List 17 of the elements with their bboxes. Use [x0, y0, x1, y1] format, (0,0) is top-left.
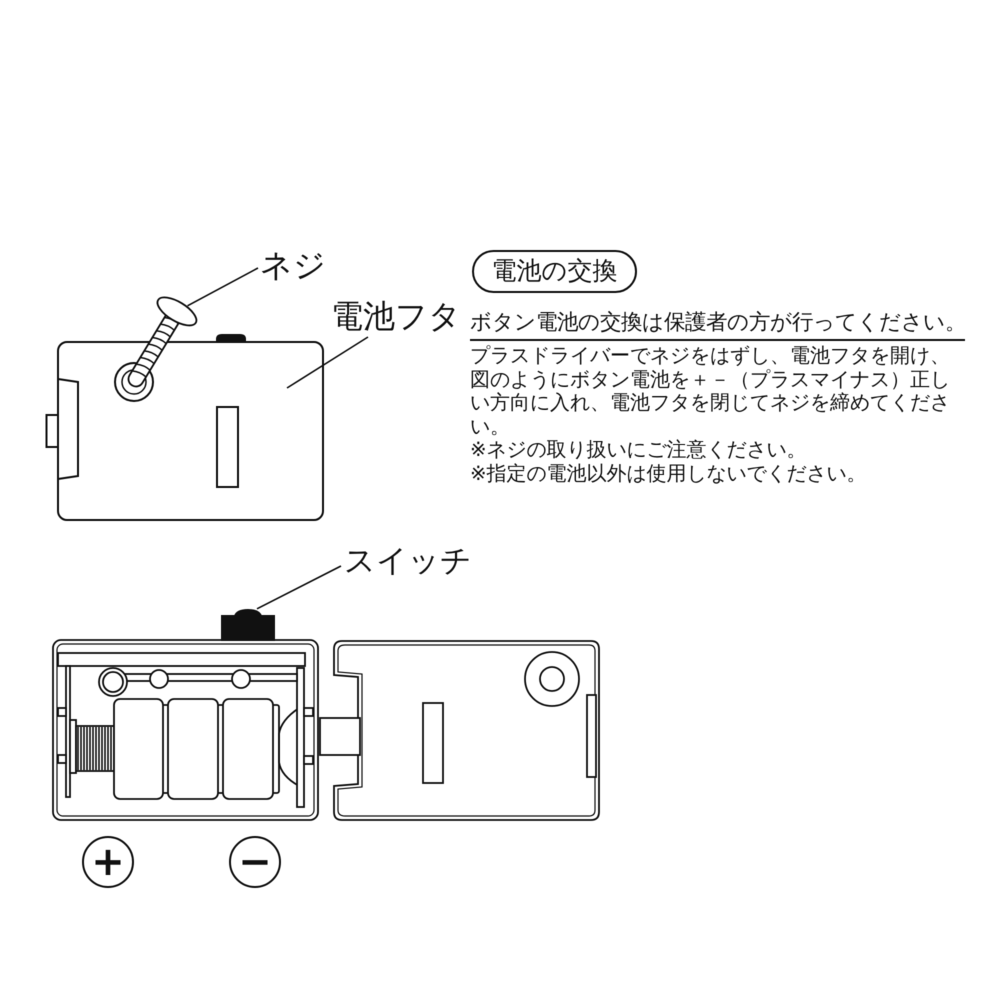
note-text: ※ネジの取り扱いにご注意ください。	[470, 438, 808, 462]
circled-sign: +	[82, 836, 134, 888]
leader-line	[286, 336, 368, 389]
switch	[220, 608, 277, 642]
heading-pill: 電池の交換	[472, 250, 637, 293]
callout-label: スイッチ	[344, 544, 472, 580]
circled-sign: −	[229, 836, 281, 888]
battery-cover	[45, 334, 325, 522]
battery-compartment	[51, 638, 319, 822]
caution-text: ボタン電池の交換は保護者の方が行ってください。	[470, 311, 966, 336]
leader-line	[187, 267, 258, 306]
open-cover	[319, 638, 601, 822]
note-text: ※指定の電池以外は使用しないでください。	[470, 462, 868, 485]
leader-line	[256, 565, 342, 610]
instruction-text: プラスドライバーでネジをはずし、電池フタを開け、図のようにボタン電池を＋－（プラスマイナス）正しい方向に入れ、電池フタを閉じてネジを締めてください。	[470, 344, 950, 438]
callout-label: 電池フタ	[331, 298, 461, 335]
callout-label: ネジ	[260, 247, 326, 284]
